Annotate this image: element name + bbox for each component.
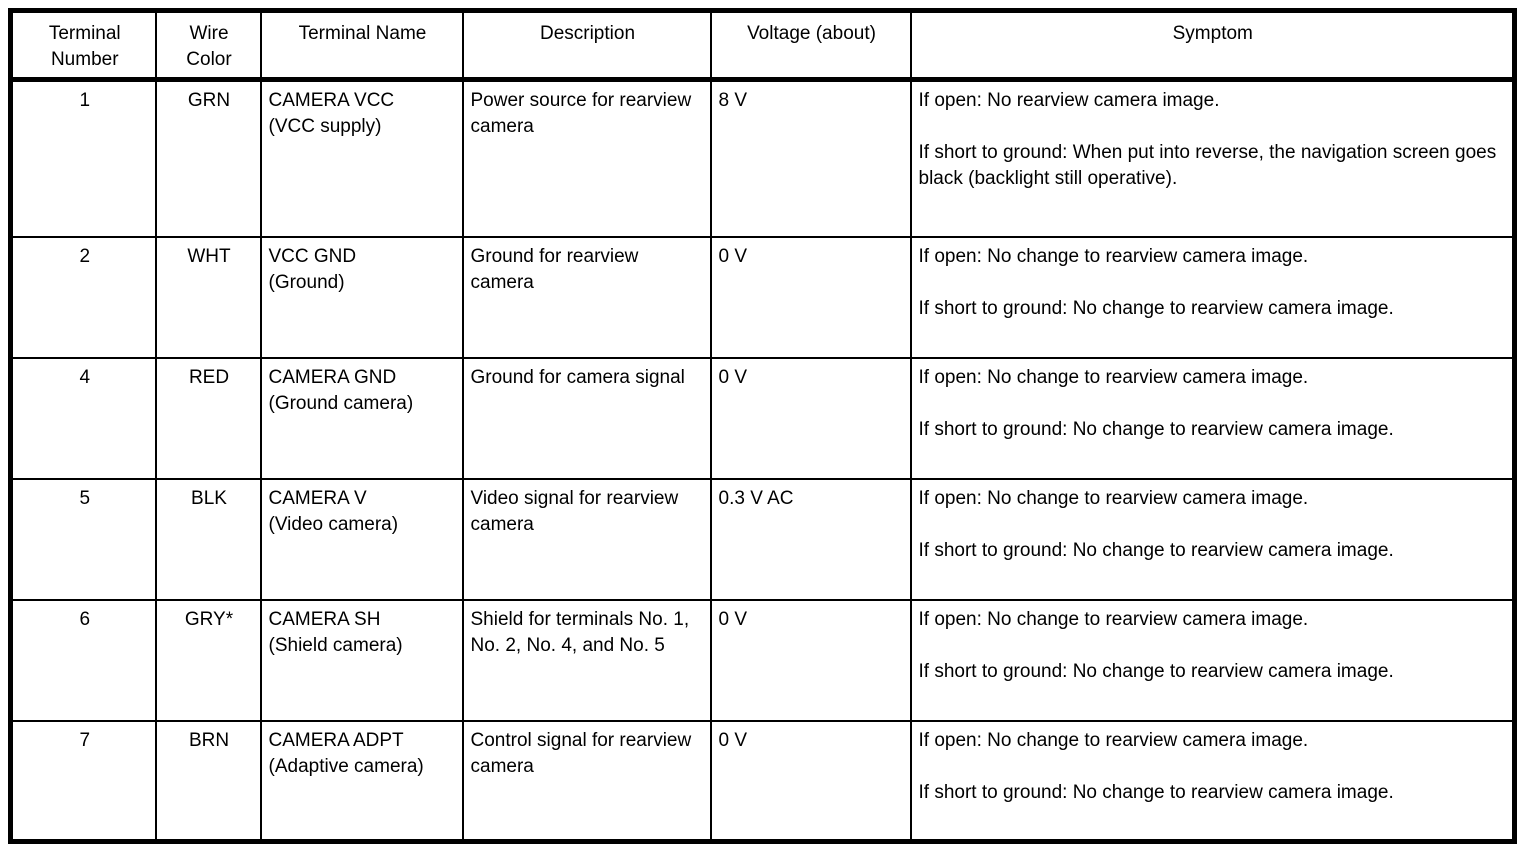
table-row: 5 BLK CAMERA V (Video camera) Video sign… bbox=[9, 477, 1516, 601]
cell-terminal-number: 1 bbox=[9, 78, 157, 238]
cell-wire-color: GRY* bbox=[154, 598, 262, 722]
cell-terminal-number: 5 bbox=[9, 477, 157, 601]
cell-wire-color: BRN bbox=[154, 719, 262, 843]
cell-symptom: If open: No change to rearview camera im… bbox=[909, 477, 1516, 601]
cell-symptom: If open: No change to rearview camera im… bbox=[909, 356, 1516, 480]
cell-description: Ground for camera signal bbox=[461, 356, 712, 480]
cell-terminal-name: CAMERA V (Video camera) bbox=[259, 477, 464, 601]
table-row: 2 WHT VCC GND (Ground) Ground for rearvi… bbox=[9, 235, 1516, 359]
table-row: 4 RED CAMERA GND (Ground camera) Ground … bbox=[9, 356, 1516, 480]
cell-symptom: If open: No rearview camera image. If sh… bbox=[909, 78, 1516, 238]
header-wire-color: Wire Color bbox=[154, 9, 262, 82]
cell-terminal-name: CAMERA GND (Ground camera) bbox=[259, 356, 464, 480]
cell-description: Control signal for rearview camera bbox=[461, 719, 712, 843]
table-row: 1 GRN CAMERA VCC (VCC supply) Power sour… bbox=[9, 78, 1516, 238]
cell-symptom: If open: No change to rearview camera im… bbox=[909, 719, 1516, 843]
cell-voltage: 0.3 V AC bbox=[709, 477, 912, 601]
cell-wire-color: BLK bbox=[154, 477, 262, 601]
table-row: 6 GRY* CAMERA SH (Shield camera) Shield … bbox=[9, 598, 1516, 722]
cell-symptom: If open: No change to rearview camera im… bbox=[909, 598, 1516, 722]
cell-terminal-name: VCC GND (Ground) bbox=[259, 235, 464, 359]
cell-terminal-name: CAMERA ADPT (Adaptive camera) bbox=[259, 719, 464, 843]
cell-description: Shield for terminals No. 1, No. 2, No. 4… bbox=[461, 598, 712, 722]
cell-terminal-name: CAMERA SH (Shield camera) bbox=[259, 598, 464, 722]
header-terminal-number: Terminal Number bbox=[9, 9, 157, 82]
cell-voltage: 0 V bbox=[709, 235, 912, 359]
cell-terminal-number: 6 bbox=[9, 598, 157, 722]
terminal-symptom-table: Terminal Number Wire Color Terminal Name… bbox=[8, 8, 1517, 844]
cell-description: Power source for rearview camera bbox=[461, 78, 712, 238]
cell-voltage: 0 V bbox=[709, 719, 912, 843]
header-row: Terminal Number Wire Color Terminal Name… bbox=[9, 9, 1516, 82]
header-symptom: Symptom bbox=[909, 9, 1516, 82]
cell-terminal-number: 7 bbox=[9, 719, 157, 843]
cell-voltage: 8 V bbox=[709, 78, 912, 238]
cell-wire-color: WHT bbox=[154, 235, 262, 359]
cell-symptom: If open: No change to rearview camera im… bbox=[909, 235, 1516, 359]
cell-description: Video signal for rearview camera bbox=[461, 477, 712, 601]
cell-terminal-name: CAMERA VCC (VCC supply) bbox=[259, 78, 464, 238]
header-terminal-name: Terminal Name bbox=[259, 9, 464, 82]
cell-wire-color: RED bbox=[154, 356, 262, 480]
header-voltage: Voltage (about) bbox=[709, 9, 912, 82]
cell-voltage: 0 V bbox=[709, 598, 912, 722]
cell-terminal-number: 2 bbox=[9, 235, 157, 359]
header-description: Description bbox=[461, 9, 712, 82]
cell-description: Ground for rearview camera bbox=[461, 235, 712, 359]
cell-wire-color: GRN bbox=[154, 78, 262, 238]
cell-voltage: 0 V bbox=[709, 356, 912, 480]
cell-terminal-number: 4 bbox=[9, 356, 157, 480]
table-row: 7 BRN CAMERA ADPT (Adaptive camera) Cont… bbox=[9, 719, 1516, 843]
